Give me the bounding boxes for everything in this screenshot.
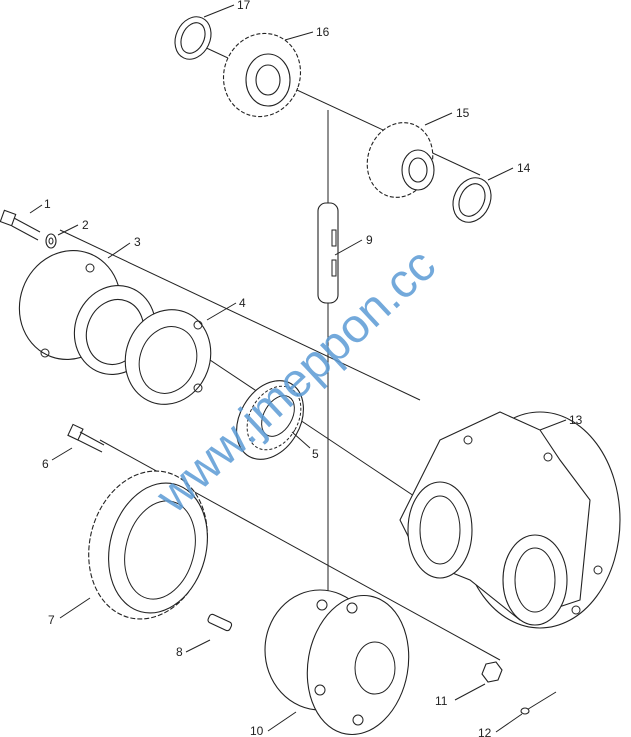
part-15-side-gear xyxy=(366,122,435,198)
part-1-bolt xyxy=(0,209,41,241)
callout-16: 16 xyxy=(316,25,330,39)
callout-11: 11 xyxy=(435,694,448,708)
part-2-washer xyxy=(45,233,57,249)
callout-7: 7 xyxy=(48,613,55,627)
part-8-roll-pin xyxy=(207,613,233,632)
callout-8: 8 xyxy=(176,645,183,659)
callout-3: 3 xyxy=(134,235,141,249)
callout-4: 4 xyxy=(239,296,246,310)
callout-2: 2 xyxy=(82,218,89,232)
callout-12: 12 xyxy=(478,726,492,737)
part-7-ring-gear xyxy=(88,470,208,620)
callout-labels: 17 16 15 14 9 1 2 3 4 5 13 6 7 8 10 11 1… xyxy=(42,0,583,737)
part-17-shim xyxy=(174,16,212,60)
part-16-side-gear xyxy=(222,32,302,118)
callout-10: 10 xyxy=(250,724,264,737)
callout-15: 15 xyxy=(456,106,470,120)
callout-6: 6 xyxy=(42,457,49,471)
part-6-bolt xyxy=(67,423,105,453)
part-4-flange-plate xyxy=(124,309,212,405)
callout-13: 13 xyxy=(569,413,583,427)
part-10-differential-case xyxy=(264,589,410,736)
part-11-nut xyxy=(481,661,503,683)
part-9-cross-pin xyxy=(317,202,339,304)
callout-17: 17 xyxy=(237,0,251,12)
callout-leaders xyxy=(29,4,567,733)
part-12-cotter-pin xyxy=(520,691,557,715)
callout-14: 14 xyxy=(517,161,531,175)
part-14-shim xyxy=(452,177,492,223)
part-13-carrier-housing xyxy=(399,411,621,629)
callout-9: 9 xyxy=(366,233,373,247)
callout-1: 1 xyxy=(44,197,51,211)
callout-5: 5 xyxy=(312,447,319,461)
